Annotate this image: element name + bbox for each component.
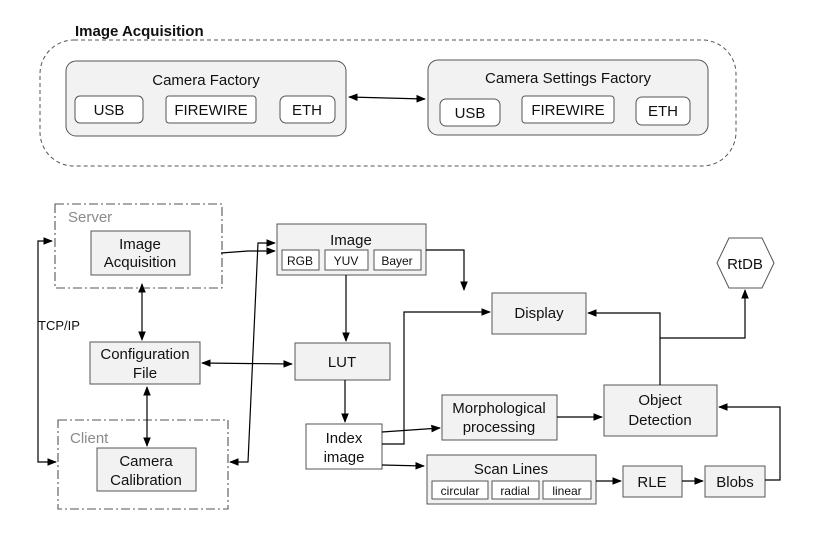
image-node: Image RGB YUV Bayer (276, 223, 427, 276)
scan-lines-title: Scan Lines (474, 461, 548, 478)
camera-factory-firewire-box (165, 95, 257, 124)
camera-factory-firewire: FIREWIRE (174, 102, 247, 119)
image-bayer-box (373, 249, 422, 271)
camera-calibration-line2: Calibration (110, 472, 182, 489)
camera-settings-usb: USB (455, 105, 486, 122)
camera-settings-usb-box (439, 98, 501, 127)
lut-box (294, 342, 391, 381)
server-label: Server (68, 209, 112, 226)
image-acquisition-group: Image Acquisition Camera Factory USB FIR… (39, 23, 737, 167)
camera-settings-firewire-box (521, 95, 615, 124)
tcp-ip-label: TCP/IP (38, 318, 80, 333)
morphological-box (441, 394, 558, 441)
index-image-line2: image (324, 449, 365, 466)
rtdb-label: RtDB (727, 256, 763, 273)
edge-detection-rtdb (660, 289, 749, 339)
camera-calibration-box (96, 447, 197, 492)
acquisition-group-frame (39, 39, 737, 167)
image-acquisition-box (90, 230, 191, 276)
configuration-file-box (89, 341, 201, 385)
configuration-file-line1: Configuration (100, 346, 189, 363)
scan-radial-box (491, 480, 540, 500)
camera-factory-eth-box (279, 95, 336, 124)
scan-linear: linear (552, 484, 581, 498)
edge-index-morph (381, 424, 441, 433)
image-bayer: Bayer (381, 254, 412, 268)
index-image-box (305, 423, 383, 470)
scan-circular-box (431, 480, 489, 500)
camera-settings-eth-box (635, 96, 691, 126)
morphological-line2: processing (463, 419, 536, 436)
image-acquisition-line1: Image (119, 236, 161, 253)
image-rgb: RGB (287, 254, 313, 268)
scan-linear-box (542, 480, 592, 500)
camera-settings-factory-title: Camera Settings Factory (485, 70, 651, 87)
camera-settings-factory: Camera Settings Factory USB FIREWIRE ETH (427, 59, 709, 136)
edge-index-scan (381, 461, 425, 470)
scan-lines-node: Scan Lines circular radial linear (426, 454, 597, 505)
index-image-line1: Index (326, 430, 363, 447)
edge-blobs-detection (718, 403, 781, 481)
rtdb-hexagon (716, 237, 775, 289)
object-detection-line1: Object (638, 392, 682, 409)
edge-server-client-right (229, 239, 276, 466)
display-box (491, 292, 587, 335)
blobs-box (704, 465, 766, 498)
configuration-file-line2: File (133, 365, 157, 382)
camera-factory: Camera Factory USB FIREWIRE ETH (65, 60, 347, 137)
image-yuv-box (324, 249, 369, 271)
edge-index-display (382, 308, 491, 445)
edge-image-display (426, 249, 468, 291)
camera-settings-firewire: FIREWIRE (531, 102, 604, 119)
rle-label: RLE (637, 474, 666, 491)
camera-settings-eth: ETH (648, 103, 678, 120)
server-group: Server Image Acquisition (54, 203, 223, 289)
object-detection-box (603, 384, 718, 437)
scan-radial: radial (500, 484, 529, 498)
edges (37, 237, 781, 485)
image-rgb-box (281, 249, 320, 271)
display-label: Display (514, 305, 564, 322)
image-title: Image (330, 232, 372, 249)
client-frame (57, 419, 229, 510)
camera-calibration-line1: Camera (119, 453, 173, 470)
morphological-line1: Morphological (452, 400, 545, 417)
lut-label: LUT (328, 354, 356, 371)
edge-detection-display (587, 309, 661, 385)
camera-factory-eth: ETH (292, 102, 322, 119)
image-acquisition-line2: Acquisition (104, 254, 177, 271)
camera-factory-usb: USB (94, 102, 125, 119)
camera-factory-title: Camera Factory (152, 72, 260, 89)
scan-circular: circular (441, 484, 480, 498)
acquisition-group-title: Image Acquisition (75, 23, 204, 40)
object-detection-line2: Detection (628, 412, 691, 429)
edge-tcp-left (37, 237, 57, 466)
edge-config-lut (201, 359, 293, 368)
blobs-label: Blobs (716, 474, 754, 491)
camera-factory-usb-box (74, 95, 144, 124)
image-yuv: YUV (334, 254, 359, 268)
client-label: Client (70, 430, 109, 447)
edge-acquisition-image (220, 247, 276, 255)
client-group: Client Camera Calibration (57, 419, 229, 510)
edge-factory-settings (348, 93, 426, 103)
